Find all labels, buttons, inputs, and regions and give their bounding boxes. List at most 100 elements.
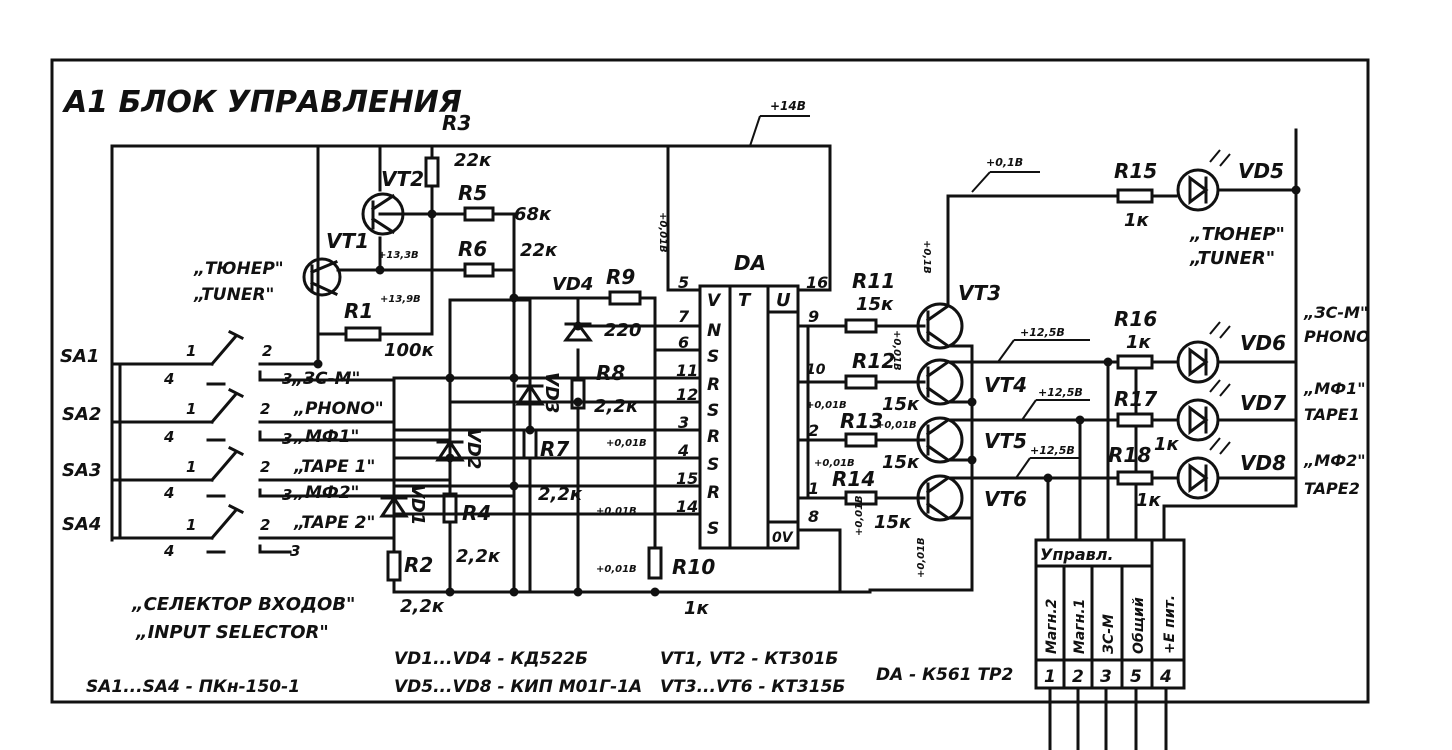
r3-ref: R3	[442, 111, 471, 135]
svg-text:6: 6	[678, 333, 689, 352]
resistor-r1	[344, 326, 382, 342]
transistor-vt5	[916, 416, 964, 464]
resistor-r9	[608, 290, 642, 306]
vd8-label: VD8	[1240, 451, 1286, 475]
r13-voltage: +0,01В	[876, 420, 917, 431]
vd5-label-en: „TUNER"	[1189, 248, 1275, 269]
r9-value: 220	[604, 320, 642, 341]
r6-value: 22к	[520, 240, 558, 261]
parts-ic: DA - К561 ТР2	[876, 665, 1013, 685]
svg-text:10: 10	[806, 362, 826, 378]
parts-vt1-vt2: VT1, VT2 - КТ301Б	[660, 649, 838, 669]
parts-vt3-vt6: VT3...VT6 - КТ315Б	[660, 677, 845, 697]
led-vd5	[1176, 149, 1231, 212]
svg-text:S: S	[707, 455, 719, 475]
svg-text:14: 14	[676, 497, 698, 516]
resistor-r16	[1116, 354, 1154, 370]
ic-output-wires	[796, 324, 848, 594]
vt5-label: VT5	[984, 429, 1027, 453]
svg-text:R: R	[707, 375, 720, 395]
vd5-label-ru: „ТЮНЕР"	[1189, 224, 1285, 245]
vd6-label-en: PHONO	[1304, 327, 1370, 346]
r5-ref: R5	[458, 181, 487, 205]
resistor-r15	[1116, 188, 1154, 204]
r17-value: 1к	[1154, 434, 1180, 455]
switch-sa2	[206, 387, 245, 442]
resistor-r13	[844, 432, 878, 448]
sa3-tape1-en: „TAPE 1"	[293, 457, 375, 477]
ic-center-label: T	[738, 290, 752, 311]
svg-text:11: 11	[676, 361, 698, 380]
svg-text:4: 4	[163, 428, 174, 446]
vt1-label: VT1	[326, 229, 369, 253]
resistor-r18	[1116, 470, 1154, 486]
svg-text:3: 3	[282, 370, 292, 388]
parts-diodes: VD1...VD4 - КД522Б	[394, 649, 588, 669]
svg-text:S: S	[707, 347, 719, 367]
vd7-label: VD7	[1240, 391, 1286, 415]
vt5-collector-voltage: +12,5В	[1038, 386, 1083, 399]
pin2-voltage: +0,01В	[814, 458, 855, 469]
sa4-label: SA4	[62, 514, 101, 535]
svg-text:9: 9	[808, 307, 819, 326]
ic-top-right-label: U	[776, 290, 791, 311]
svg-text:2: 2	[808, 421, 819, 440]
r8-ref: R8	[596, 361, 625, 385]
vd7-label-ru: „МФ1"	[1303, 379, 1366, 398]
led-vd6	[1176, 321, 1231, 384]
svg-text:2: 2	[260, 458, 270, 476]
ic-name: DA	[734, 251, 766, 275]
r3-value: 22к	[454, 150, 492, 171]
svg-text:5: 5	[678, 273, 689, 292]
switch-pin-numbers: 1 4 2 3 1 4 2 3 1 4 2 3 1 4 2 3	[163, 342, 300, 560]
transistor-vt1	[302, 257, 342, 297]
ic-right-pin-numbers: 16 9 10 2 1 8	[806, 273, 828, 526]
vd4-voltage: +0,01В	[657, 212, 668, 253]
led-wires	[868, 128, 1298, 592]
sa1-tuner-en: „TUNER"	[193, 285, 274, 305]
diode-vd3	[515, 383, 545, 406]
sa1-phono-ru: „ЗС-М"	[291, 369, 360, 389]
connector-header: Управл.	[1040, 545, 1114, 564]
resistor-r11	[844, 318, 878, 334]
r16-value: 1к	[1126, 332, 1152, 353]
led-vd8	[1176, 437, 1231, 500]
svg-text:2: 2	[262, 342, 272, 360]
diode-vd1	[379, 495, 409, 518]
svg-text:4: 4	[163, 370, 174, 388]
transistor-vt6	[916, 474, 964, 522]
vt4-collector-voltage: +12,5В	[1020, 326, 1065, 339]
parts-leds: VD5...VD8 - КИП М01Г-1А	[394, 677, 642, 697]
d3-voltage: +0,01В	[606, 438, 647, 449]
switch-sa4	[206, 503, 245, 554]
resistor-r4	[442, 492, 458, 524]
connector-pin2-num: 2	[1072, 667, 1084, 687]
switches-wiring	[110, 362, 516, 554]
sa4-tape2-en: „TAPE 2"	[293, 513, 375, 533]
connector-block	[1034, 538, 1186, 750]
sa2-tape1-ru: „МФ1"	[293, 427, 359, 447]
r8-value: 2,2к	[594, 396, 639, 417]
connector-pin3-num: 3	[1100, 667, 1112, 687]
r18-value: 1к	[1136, 490, 1162, 511]
svg-text:2: 2	[260, 400, 270, 418]
ic-left-pin-numbers: 5 7 6 11 12 3 4 15 14	[676, 273, 698, 516]
vt6-label: VT6	[984, 487, 1027, 511]
svg-text:4: 4	[677, 441, 689, 460]
led-vd7	[1176, 379, 1231, 442]
vd7-label-en: TAPE1	[1304, 405, 1360, 424]
r10-ref: R10	[672, 555, 715, 579]
r5-value: 68к	[514, 204, 552, 225]
svg-text:2: 2	[260, 516, 270, 534]
r11-value: 15к	[856, 294, 894, 315]
sa2-phono-en: „PHONO"	[293, 399, 384, 419]
r1-value: 100к	[384, 340, 435, 361]
sa1-tuner-ru: „ТЮНЕР"	[193, 259, 284, 279]
vd8-label-ru: „МФ2"	[1303, 451, 1366, 470]
connector-pin1-num: 1	[1044, 667, 1056, 687]
resistor-r10	[647, 546, 663, 580]
r7-value: 2,2к	[538, 484, 583, 505]
connector-pin4-num: 5	[1130, 667, 1142, 687]
svg-text:S: S	[707, 519, 719, 539]
